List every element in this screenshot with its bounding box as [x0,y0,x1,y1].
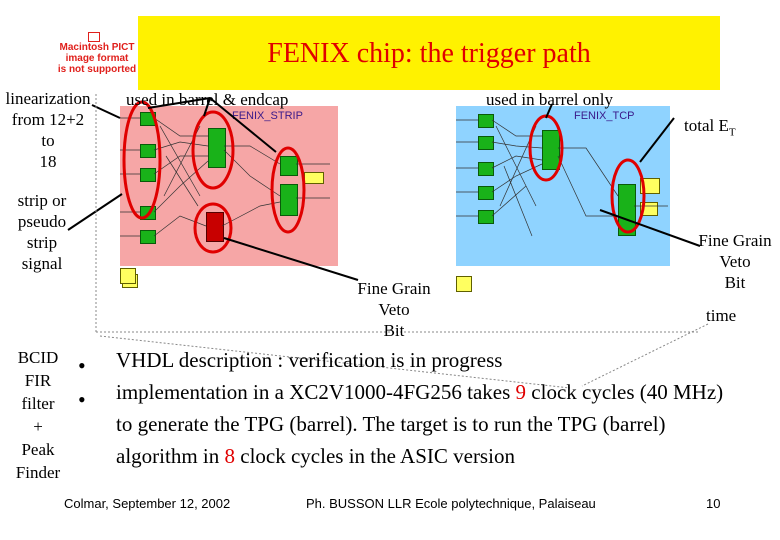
fine-grain-block [206,212,224,242]
label-line: linearization [5,89,91,108]
barrel-only-label: used in barrel only [486,90,613,109]
bullet-item-2: implementation in a XC2V1000-4FG256 take… [116,376,736,472]
label-line: strip [26,233,58,252]
block [140,144,156,158]
label-line: BCID [17,348,59,367]
note-box [120,268,136,284]
slide-title: FENIX chip: the trigger path [267,38,591,69]
callout-circle [610,158,646,234]
label-line: 18 [39,152,57,171]
strip-panel-title: FENIX_STRIP [232,110,303,122]
barrel-endcap-label: used in barrel & endcap [126,90,289,109]
title-bar [138,16,720,90]
block [478,136,494,150]
block [618,184,636,236]
label-line: Bit [383,321,405,340]
bullet-dot: • [78,353,86,378]
page-number: 10 [706,496,721,511]
pict-notice-line: Macintosh PICT [59,42,135,53]
pict-notice-line: is not supported [57,64,137,75]
pict-notice: Macintosh PICT image format is not suppo… [56,42,138,75]
label-line: to [41,131,55,150]
adder-block [542,130,560,170]
total-et-label: total ET [684,116,736,138]
time-label: time [706,306,737,325]
fine-grain-right-label: Fine Grain Veto Bit [690,230,780,293]
label-line: Fine Grain [698,231,772,250]
highlight-number: 8 [224,444,236,468]
fenix-tcp-diagram: FENIX_TCP [456,106,670,266]
block [478,162,494,176]
fine-grain-center-label: Fine Grain Veto Bit [346,278,442,341]
block [140,230,156,244]
total-et-text: total E [684,116,729,135]
bcid-label: BCID FIR filter + Peak Finder [0,346,76,484]
footer-date: Colmar, September 12, 2002 [64,496,231,511]
bullet-text: implementation in a XC2V1000-4FG256 take… [116,380,516,404]
strip-signal-label: strip or pseudo strip signal [0,190,84,274]
linearization-label: linearization from 12+2 to 18 [0,88,96,172]
label-line: signal [21,254,63,273]
label-line: Veto [378,300,410,319]
bullet-text: clock cycles (40 MHz) to generate the TP… [116,380,724,468]
label-line: filter [21,394,55,413]
bullet-dot: • [78,387,86,412]
note-box [456,276,472,292]
broken-image-icon [88,32,100,42]
bullet-item-1: VHDL description : verification is in pr… [116,348,503,372]
label-line: Veto [719,252,751,271]
callout-circle [270,146,306,234]
block [280,156,298,176]
block [478,186,494,200]
tcp-wiring [456,119,668,237]
label-line: + [33,417,43,436]
bullet-text: clock cycles in the ASIC version [235,444,515,468]
bullet-list: VHDL description : verification is in pr… [116,344,736,472]
total-et-subscript: T [728,126,736,139]
label-line: Peak [21,440,55,459]
label-line: FIR [24,371,52,390]
pict-notice-line: image format [65,53,129,64]
callout-circle [122,100,162,220]
highlight-number: 9 [515,380,527,404]
callout-circle [528,114,564,182]
label-line: from 12+2 [11,110,85,129]
label-line: Fine Grain [357,279,431,298]
block [140,168,156,182]
label-line: pseudo [17,212,67,231]
block [280,184,298,216]
label-line: Finder [15,463,61,482]
adder-block [208,128,226,168]
tcp-panel-title: FENIX_TCP [574,110,635,122]
label-line: strip or [17,191,67,210]
callout-circle [193,202,233,254]
block [478,210,494,224]
callout-circle [191,110,235,190]
label-line: Bit [724,273,746,292]
footer-author: Ph. BUSSON LLR Ecole polytechnique, Pala… [306,496,596,511]
